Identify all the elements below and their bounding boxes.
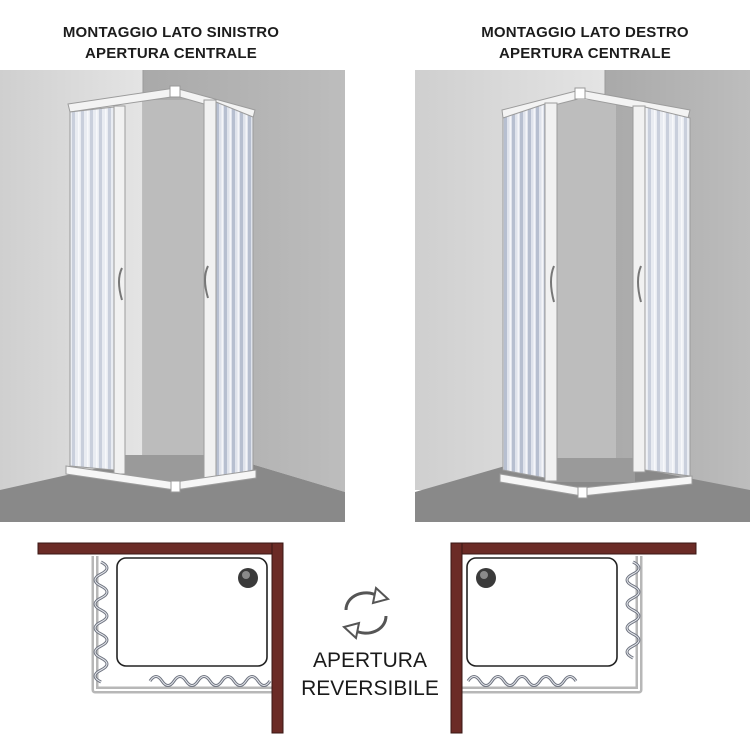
left-shower-tray bbox=[116, 557, 268, 667]
right-title-line2: APERTURA CENTRALE bbox=[498, 45, 671, 62]
reverse-arrows-icon bbox=[341, 586, 391, 640]
reversible-label: APERTURA REVERSIBILE bbox=[290, 647, 450, 703]
right-enclosure bbox=[499, 87, 693, 499]
reversible-line2: REVERSIBILE bbox=[301, 677, 439, 700]
right-plan-pleat-horizontal bbox=[466, 675, 578, 687]
left-enclosure bbox=[65, 85, 257, 493]
left-title-line2: APERTURA CENTRALE bbox=[84, 45, 257, 62]
left-plan-wall-top bbox=[37, 542, 284, 555]
right-title-line1: MONTAGGIO LATO DESTRO bbox=[481, 24, 689, 41]
right-plan-wall-side bbox=[450, 542, 463, 734]
left-plan-wall-side bbox=[271, 542, 284, 734]
left-plan bbox=[37, 542, 284, 734]
reversible-line1: APERTURA bbox=[313, 649, 427, 672]
left-title: MONTAGGIO LATO SINISTRO APERTURA CENTRAL… bbox=[6, 22, 336, 64]
right-plan-wall-top bbox=[450, 542, 697, 555]
right-title: MONTAGGIO LATO DESTRO APERTURA CENTRALE bbox=[420, 22, 750, 64]
right-shower-tray bbox=[466, 557, 618, 667]
left-title-line1: MONTAGGIO LATO SINISTRO bbox=[62, 24, 280, 41]
right-plan bbox=[450, 542, 697, 734]
